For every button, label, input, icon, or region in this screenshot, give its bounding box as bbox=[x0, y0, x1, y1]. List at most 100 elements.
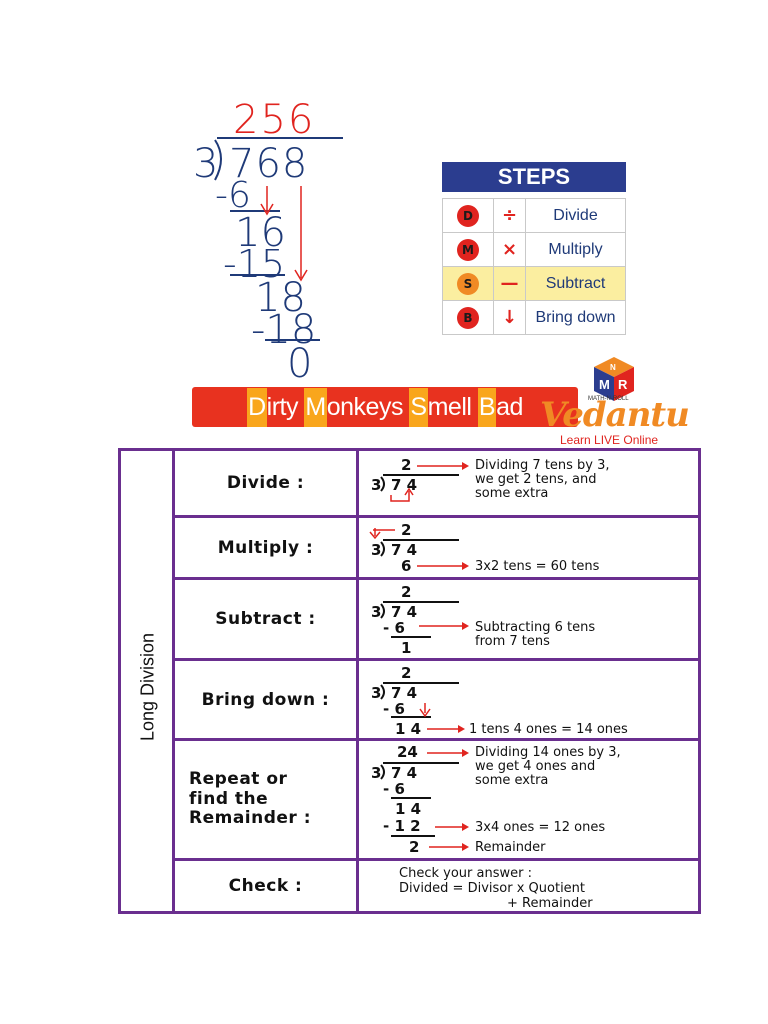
row-label-bring-down: Bring down : bbox=[175, 661, 359, 738]
division-lines bbox=[214, 137, 343, 341]
row2-quotient: 2 bbox=[401, 521, 412, 539]
math-n-roll-cube-icon: M R N bbox=[594, 357, 634, 401]
step-label-subtract: Subtract bbox=[545, 274, 606, 292]
row-work-bring-down: 2 3 7 4 - 6 1 4 1 tens 4 ones = 14 ones bbox=[359, 661, 701, 738]
top-step-1: -6 bbox=[215, 175, 251, 216]
row-work-subtract: 2 3 7 4 - 6 1 Subtracting 6 tens from 7 … bbox=[359, 580, 701, 658]
long-division-table: Long Division Divide : 2 3 7 4 Dividing … bbox=[118, 448, 701, 914]
row1-lines bbox=[380, 462, 469, 502]
row5-mid: 1 4 bbox=[395, 800, 422, 818]
row3-quotient: 2 bbox=[401, 583, 412, 601]
row3-note-2: from 7 tens bbox=[475, 634, 550, 649]
check-note-1: Check your answer : bbox=[399, 866, 532, 881]
step-letter-b: B bbox=[457, 306, 479, 329]
row-work-multiply: 2 3 7 4 6 3x2 tens = 60 tens bbox=[359, 518, 701, 577]
top-quotient: 256 bbox=[233, 97, 316, 143]
row5-lines bbox=[380, 749, 469, 851]
table-row-multiply: Multiply : 2 3 7 4 6 3x2 tens = 60 tens bbox=[175, 518, 701, 580]
banner-letter-b: B bbox=[477, 387, 497, 427]
table-row-bring-down: Bring down : 2 3 7 4 - 6 1 4 1 tens 4 on… bbox=[175, 661, 701, 741]
svg-text:M: M bbox=[599, 377, 610, 392]
row3-dividend: 7 4 bbox=[391, 603, 418, 621]
svg-text:N: N bbox=[610, 363, 616, 372]
top-step-3: -15 bbox=[223, 242, 286, 286]
row-work-check: Check your answer : Divided = Divisor x … bbox=[359, 861, 701, 911]
side-label: Long Division bbox=[137, 632, 158, 742]
logo-brand: Vedantu bbox=[540, 395, 690, 435]
top-divisor: 3 bbox=[193, 141, 219, 187]
row1-note-1: Dividing 7 tens by 3, bbox=[475, 458, 610, 473]
row1-note-2: we get 2 tens, and bbox=[475, 472, 597, 487]
row4-quotient: 2 bbox=[401, 664, 412, 682]
table-row-divide: Divide : 2 3 7 4 Dividing 7 tens by 3, w… bbox=[175, 451, 701, 518]
row5-result: 2 bbox=[409, 838, 420, 856]
top-step-6: 0 bbox=[287, 341, 313, 387]
row5-note-product: 3x4 ones = 12 ones bbox=[475, 820, 606, 835]
row-label-divide: Divide : bbox=[175, 451, 359, 515]
row4-dividend: 7 4 bbox=[391, 684, 418, 702]
row1-note-3: some extra bbox=[475, 486, 549, 501]
vedantu-logo: M R N MATH-N-ROLL Vedantu Learn LIVE Onl… bbox=[540, 355, 700, 450]
minus-icon: — bbox=[494, 267, 526, 300]
row2-note-1: 3x2 tens = 60 tens bbox=[475, 559, 600, 574]
row-label-repeat: Repeat or find the Remainder : bbox=[175, 741, 359, 858]
row-label-multiply: Multiply : bbox=[175, 518, 359, 577]
check-note-3: + Remainder bbox=[507, 896, 593, 911]
row4-result: 1 4 bbox=[395, 720, 422, 738]
row1-divisor: 3 bbox=[371, 476, 382, 494]
banner-word-1: irty bbox=[266, 392, 305, 421]
row-work-repeat: 24 3 7 4 - 6 1 4 - 1 2 2 Dividing 14 one… bbox=[359, 741, 701, 858]
svg-text:R: R bbox=[618, 377, 628, 392]
row2-divisor: 3 bbox=[371, 541, 382, 559]
row3-result: 1 bbox=[401, 639, 412, 657]
table-row-check: Check : Check your answer : Divided = Di… bbox=[175, 861, 701, 911]
repeat-label-line-3: Remainder : bbox=[189, 808, 312, 829]
step-label-divide: Divide bbox=[553, 206, 598, 224]
arrow-down-icon: ↓ bbox=[494, 301, 526, 334]
check-note-2: Divided = Divisor x Quotient bbox=[399, 881, 586, 896]
divide-icon: ÷ bbox=[494, 199, 526, 232]
row1-quotient: 2 bbox=[401, 456, 412, 474]
row-work-divide: 2 3 7 4 Dividing 7 tens by 3, we get 2 t… bbox=[359, 451, 701, 515]
banner-letter-m: M bbox=[304, 387, 327, 427]
step-letter-m: M bbox=[457, 238, 479, 261]
logo-tagline: Learn LIVE Online bbox=[560, 433, 659, 447]
top-long-division: 256 3 768 -6 16 -15 18 -18 0 bbox=[185, 88, 355, 388]
banner-letter-s: S bbox=[409, 387, 428, 427]
row5-note-3: some extra bbox=[475, 773, 549, 788]
row3-lines bbox=[380, 601, 469, 638]
row5-minus: - 6 bbox=[383, 780, 405, 798]
step-letter-s: S bbox=[457, 272, 479, 295]
side-column: Long Division bbox=[121, 451, 175, 911]
row5-note-1: Dividing 14 ones by 3, bbox=[475, 745, 621, 760]
step-letter-d: D bbox=[457, 204, 479, 227]
row5-note-remainder: Remainder bbox=[475, 840, 546, 855]
row1-dividend: 7 4 bbox=[391, 476, 418, 494]
step-label-bring-down: Bring down bbox=[535, 308, 616, 326]
top-step-2: 16 bbox=[235, 210, 286, 256]
row2-dividend: 7 4 bbox=[391, 541, 418, 559]
repeat-label-line-1: Repeat or bbox=[189, 769, 288, 790]
row-label-check: Check : bbox=[175, 861, 359, 911]
row5-quotient: 24 bbox=[397, 743, 418, 761]
row-label-subtract: Subtract : bbox=[175, 580, 359, 658]
row3-minus: - 6 bbox=[383, 619, 405, 637]
banner-word-3: mell bbox=[427, 392, 478, 421]
banner-letter-d: D bbox=[247, 387, 267, 427]
row2-product: 6 bbox=[401, 557, 412, 575]
row5-dividend: 7 4 bbox=[391, 764, 418, 782]
row3-divisor: 3 bbox=[371, 603, 382, 621]
logo-sub-brand: MATH-N-ROLL bbox=[588, 396, 629, 402]
top-step-5: -18 bbox=[251, 307, 317, 353]
repeat-label-line-2: find the bbox=[189, 788, 269, 809]
steps-box: STEPS D ÷ Divide M × Multiply S — Subtra… bbox=[442, 162, 626, 335]
banner-word-2: onkeys bbox=[326, 392, 410, 421]
multiply-icon: × bbox=[494, 233, 526, 266]
row4-note-1: 1 tens 4 ones = 14 ones bbox=[469, 722, 628, 737]
row5-divisor: 3 bbox=[371, 764, 382, 782]
top-step-4: 18 bbox=[255, 275, 306, 321]
row2-lines bbox=[369, 528, 469, 570]
banner-word-4: ad bbox=[496, 392, 523, 421]
row4-minus: - 6 bbox=[383, 700, 405, 718]
